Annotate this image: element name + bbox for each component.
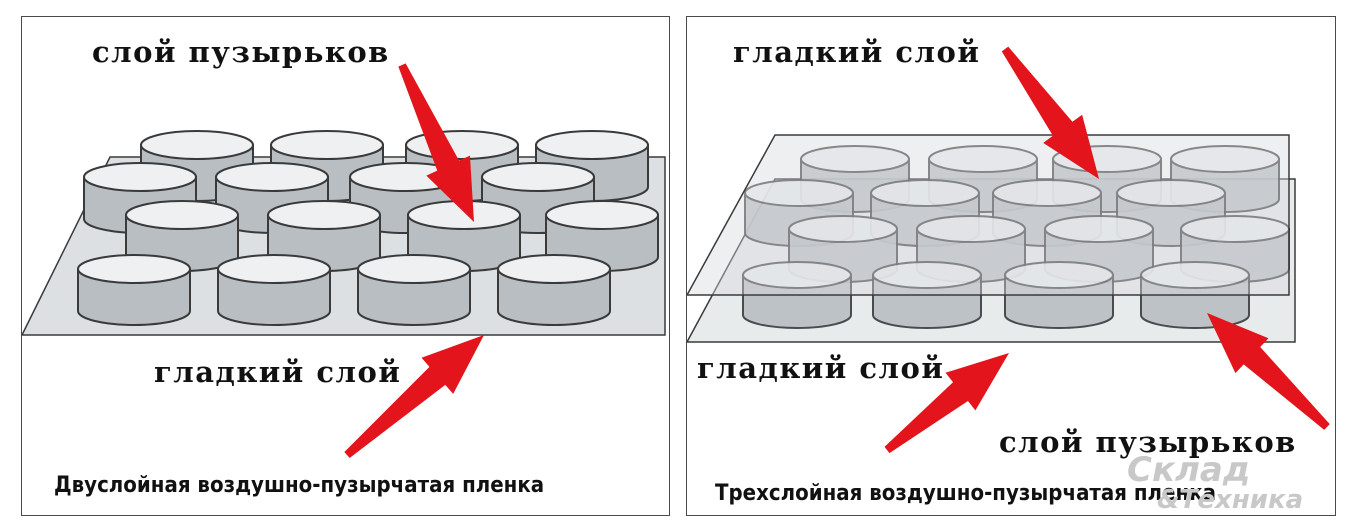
watermark-logo-line1: Склад — [1127, 450, 1251, 490]
bubble-r0-c3 — [1170, 145, 1280, 213]
arrow-to-bubble-layer — [1207, 313, 1330, 430]
smooth-layer-top-label: гладкий слой — [733, 35, 981, 69]
arrow-to-bubble-layer — [398, 63, 474, 223]
arrow-to-smooth-layer — [344, 335, 484, 459]
arrow-to-top-smooth-layer — [1001, 46, 1099, 179]
bubble-r3-c1 — [217, 254, 331, 326]
two-layer-caption: Двуслойная воздушно-пузырчатая пленка — [54, 473, 545, 498]
smooth-layer-label: гладкий слой — [154, 355, 402, 389]
bubble-r3-c0 — [77, 254, 191, 326]
bubble-r3-c2 — [357, 254, 471, 326]
two-layer-diagram-panel: слой пузырьков гладкий слой Двуслойная в… — [21, 16, 670, 516]
two-layer-film-illustration — [22, 63, 666, 459]
three-layer-diagram-panel: гладкий слой гладкий слой слой пузырьков… — [686, 16, 1336, 516]
smooth-layer-bottom-label: гладкий слой — [697, 351, 945, 385]
watermark-logo-line2: &Техника — [1157, 485, 1304, 515]
bubble-r3-c3 — [497, 254, 611, 326]
bubble-layer-label: слой пузырьков — [999, 425, 1297, 459]
bubble-r3-c3 — [1140, 261, 1250, 329]
three-layer-film-illustration — [687, 46, 1330, 454]
smooth-sheet-top — [687, 134, 1290, 296]
bubble-r3-c2 — [1004, 261, 1114, 329]
bubble-r3-c0 — [742, 261, 852, 329]
arrow-to-bottom-smooth-layer — [884, 353, 1009, 454]
bubble-layer-label: слой пузырьков — [92, 35, 390, 69]
three-layer-caption: Трехслойная воздушно-пузырчатая пленка — [715, 481, 1216, 506]
bubble-r3-c1 — [872, 261, 982, 329]
